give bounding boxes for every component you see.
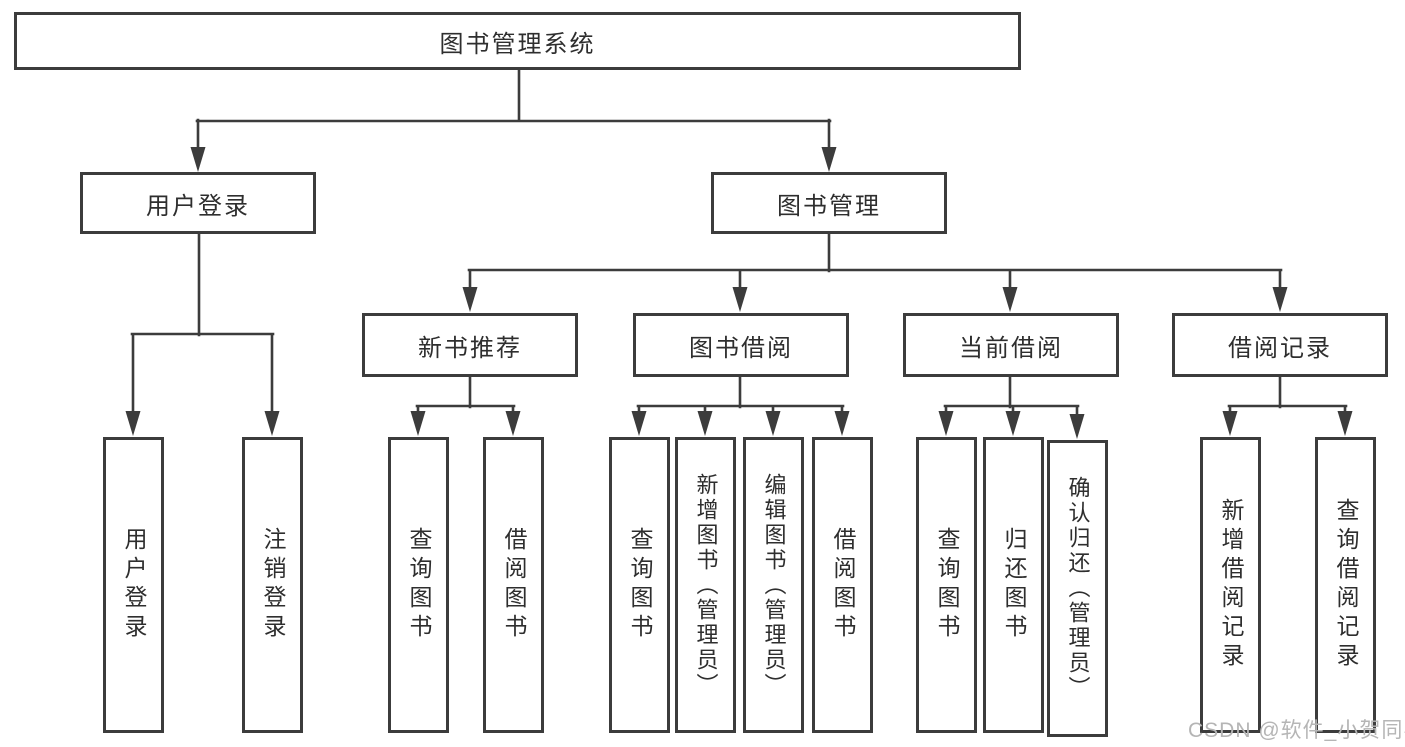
leaf-label: 借阅图书	[501, 527, 527, 643]
leaf-label: 查询图书	[934, 527, 960, 643]
leaf-label: 编辑图书（管理员）	[761, 472, 787, 698]
leaf-node-add-book-admin: 新增图书（管理员）	[675, 437, 736, 733]
leaf-node-borrow-books-recommend: 借阅图书	[483, 437, 544, 733]
arrowheads	[125, 147, 1353, 439]
leaf-label: 确认归还（管理员）	[1065, 476, 1091, 701]
group-node-borrowing-records: 借阅记录	[1172, 313, 1388, 377]
leaf-label: 借阅图书	[830, 527, 856, 643]
leaf-node-query-books-recommend: 查询图书	[388, 437, 449, 733]
leaf-label: 查询图书	[406, 527, 432, 643]
group-node-current-borrowing: 当前借阅	[903, 313, 1119, 377]
csdn-watermark: CSDN @软件_小贺同学	[1188, 719, 1405, 742]
leaf-label: 查询借阅记录	[1333, 498, 1359, 672]
leaf-label: 归还图书	[1001, 527, 1027, 643]
group-node-book-borrowing: 图书借阅	[633, 313, 849, 377]
leaf-label: 注销登录	[260, 527, 286, 643]
leaf-node-logout: 注销登录	[242, 437, 303, 733]
leaf-label: 查询图书	[627, 527, 653, 643]
group-node-new-book-recommendation: 新书推荐	[362, 313, 578, 377]
leaf-node-user-login: 用户登录	[103, 437, 164, 733]
leaf-node-borrow-books-borrowing: 借阅图书	[812, 437, 873, 733]
leaf-label: 新增图书（管理员）	[693, 472, 719, 698]
leaf-node-query-books-current: 查询图书	[916, 437, 977, 733]
branch-node-user-login: 用户登录	[80, 172, 316, 234]
leaf-node-add-borrow-record: 新增借阅记录	[1200, 437, 1261, 733]
root-node: 图书管理系统	[14, 12, 1021, 70]
branch-node-book-management: 图书管理	[711, 172, 947, 234]
leaf-node-query-borrow-record: 查询借阅记录	[1315, 437, 1376, 733]
leaf-node-confirm-return-admin: 确认归还（管理员）	[1047, 440, 1108, 737]
leaf-node-query-books-borrowing: 查询图书	[609, 437, 670, 733]
leaf-node-return-book: 归还图书	[983, 437, 1044, 733]
leaf-label: 新增借阅记录	[1218, 498, 1244, 672]
leaf-label: 用户登录	[121, 527, 147, 643]
leaf-node-edit-book-admin: 编辑图书（管理员）	[743, 437, 804, 733]
